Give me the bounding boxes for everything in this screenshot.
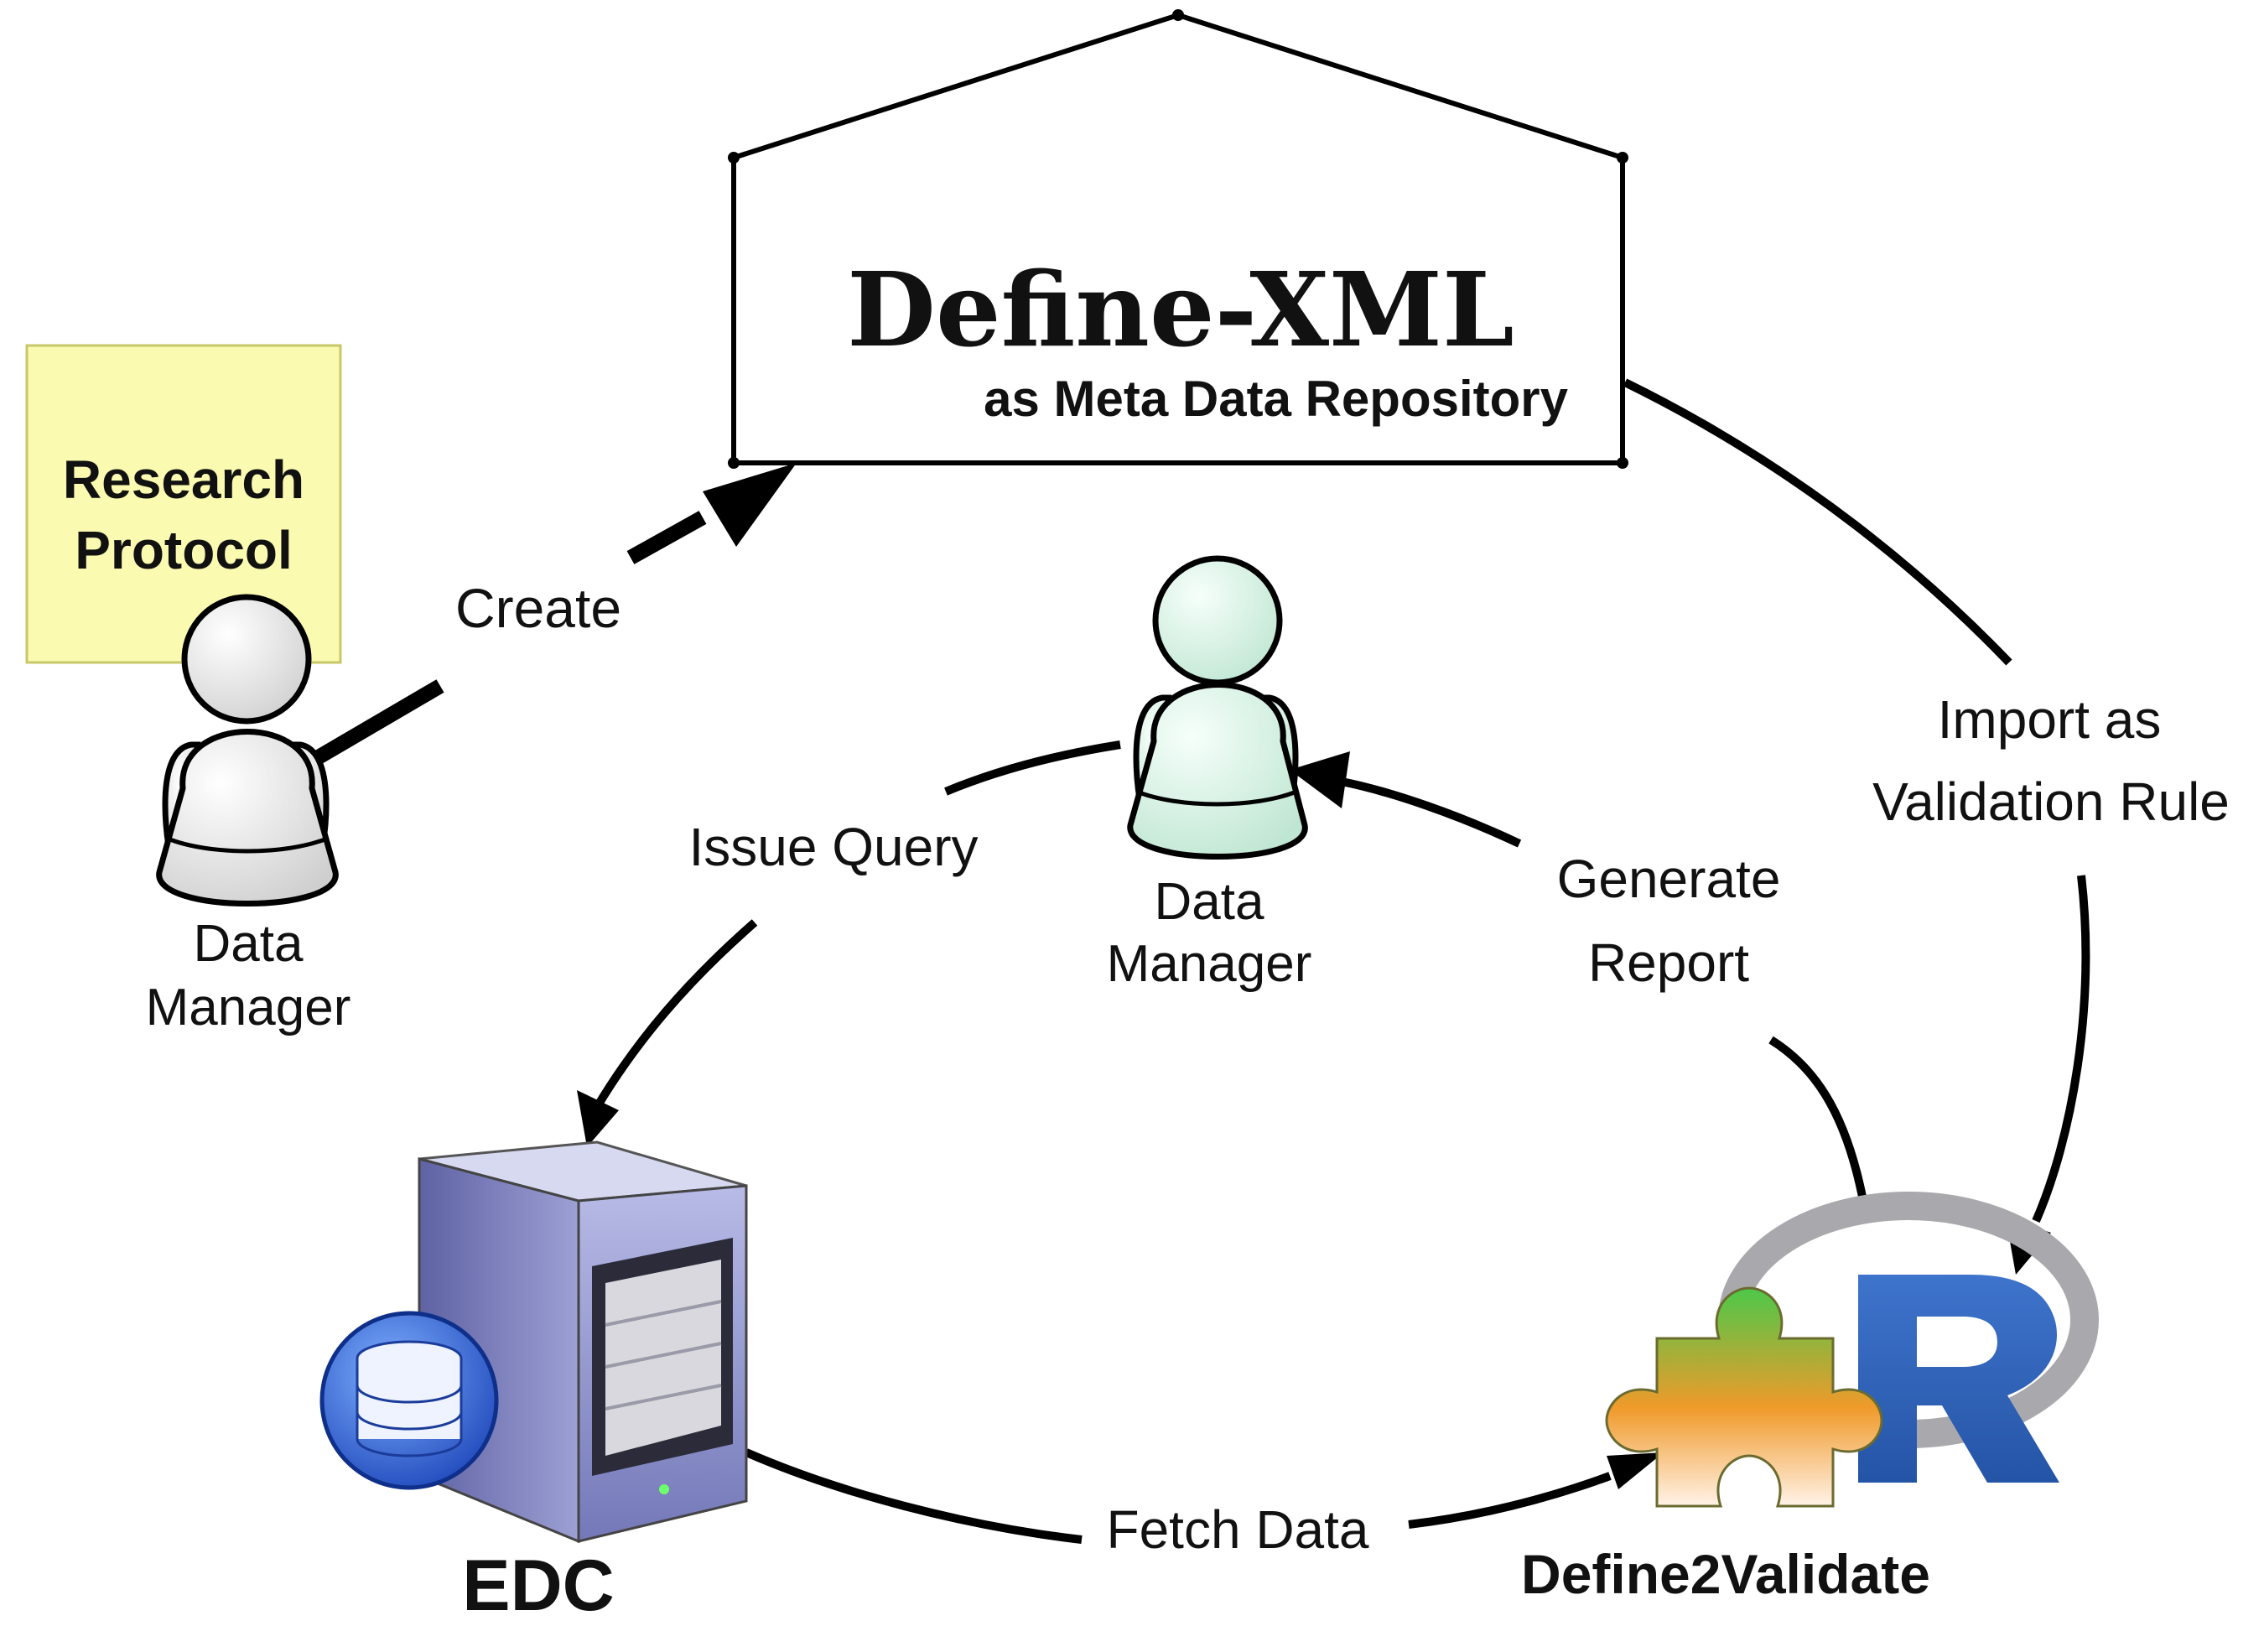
create-label: Create — [455, 577, 621, 639]
server-icon — [418, 1140, 748, 1544]
protocol-line1: Research — [63, 449, 304, 510]
database-icon — [319, 1311, 499, 1490]
left-manager-line2: Manager — [146, 979, 351, 1036]
house-outline-icon — [731, 13, 1625, 465]
import-rule-edge: Import as Validation Rule — [1623, 378, 2230, 1275]
protocol-line2: Protocol — [75, 520, 293, 580]
fetch-data-label: Fetch Data — [1106, 1499, 1368, 1560]
define2validate-label: Define2Validate — [1521, 1543, 1930, 1605]
repository-title: Define-XML — [847, 249, 1514, 370]
house-corner-dots — [728, 9, 1628, 469]
issue-query-edge: Issue Query — [577, 740, 1121, 1147]
left-data-manager: Data Manager — [146, 594, 351, 1036]
center-manager-line2: Manager — [1107, 935, 1312, 993]
define2validate-node: R Define2Validate — [1521, 1192, 2099, 1605]
generate-report-line1: Generate — [1557, 849, 1781, 909]
fetch-data-edge: Fetch Data — [745, 1448, 1664, 1560]
create-edge: Create — [313, 463, 797, 765]
import-rule-line1: Import as — [1938, 689, 2162, 750]
generate-report-line2: Report — [1588, 932, 1749, 993]
generate-report-edge: Generate Report — [1290, 751, 1867, 1202]
edc-node: EDC — [319, 1140, 748, 1626]
left-manager-line1: Data — [194, 915, 304, 973]
define-xml-repository: Define-XML as Meta Data Repository — [728, 9, 1628, 469]
center-data-manager: Data Manager — [1107, 555, 1312, 993]
person-icon — [156, 594, 339, 907]
issue-query-label: Issue Query — [688, 817, 978, 877]
import-rule-line2: Validation Rule — [1872, 771, 2230, 832]
puzzle-piece-icon — [1605, 1286, 1883, 1508]
center-manager-line1: Data — [1155, 873, 1264, 931]
repository-subtitle: as Meta Data Repository — [984, 371, 1569, 427]
person-icon — [1127, 555, 1308, 860]
edc-label: EDC — [462, 1546, 615, 1626]
